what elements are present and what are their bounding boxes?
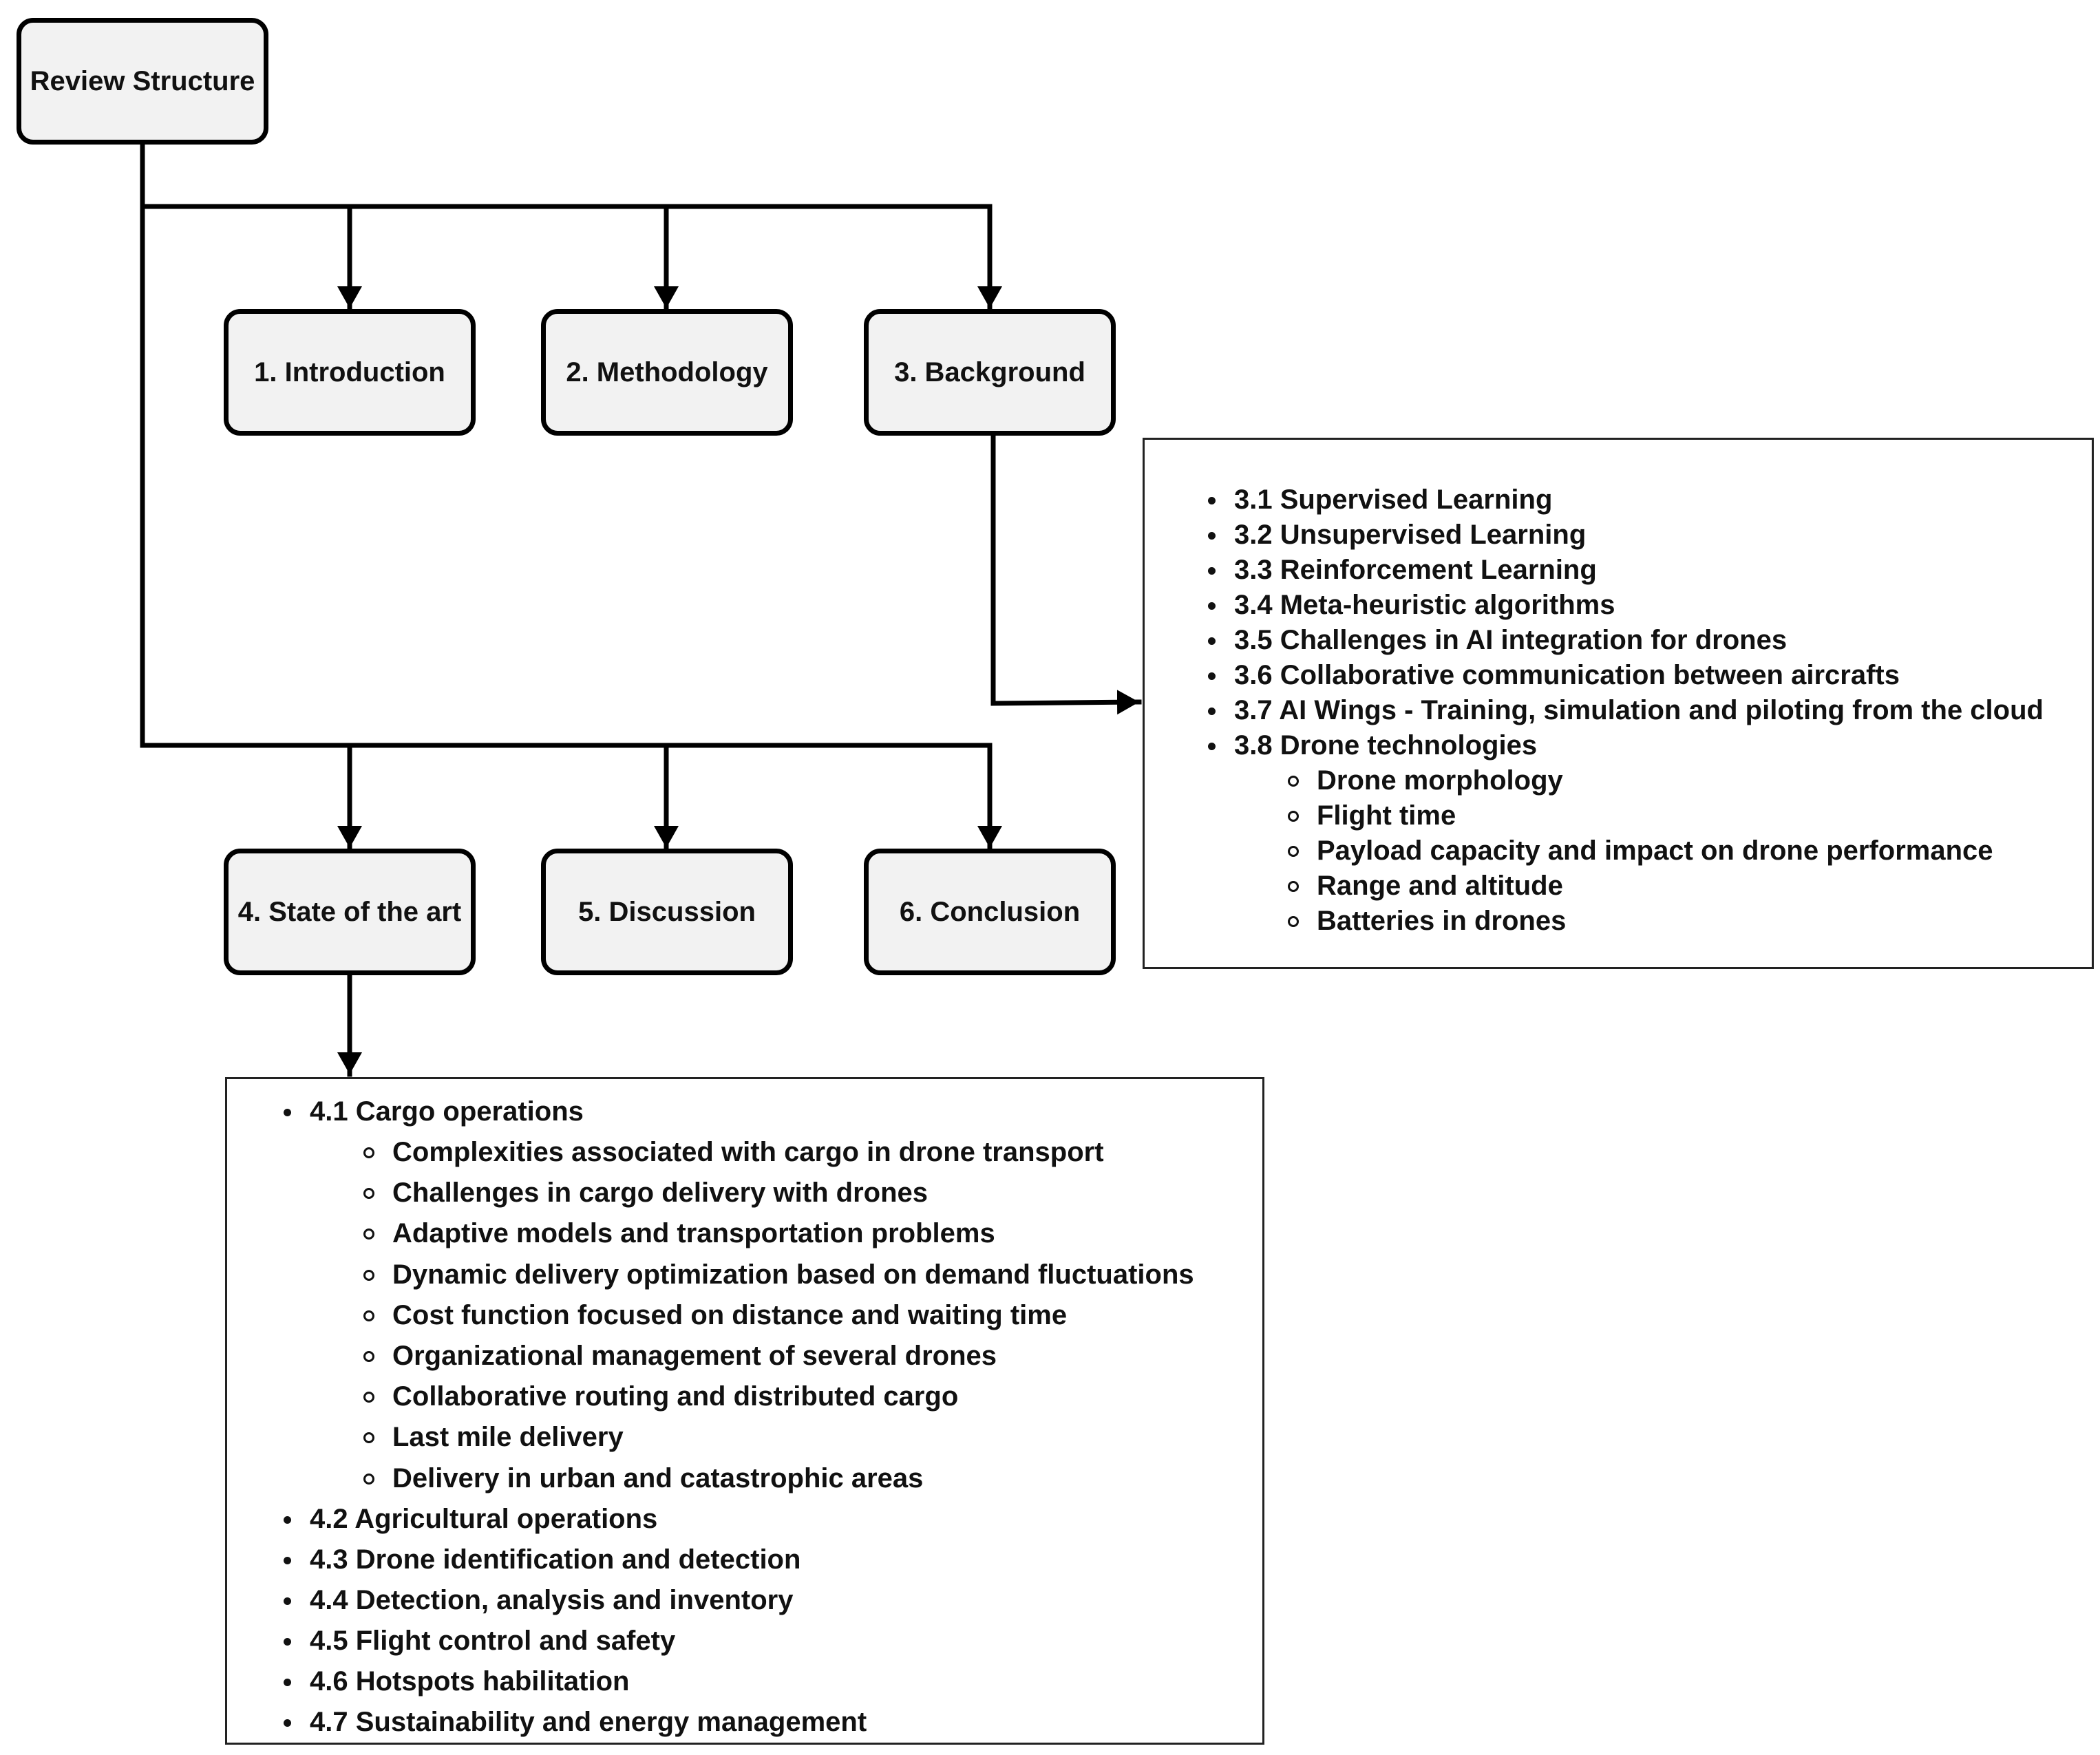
sub-list-item: Drone morphology: [1288, 763, 2092, 798]
list-item-label: 4.4 Detection, analysis and inventory: [310, 1584, 794, 1615]
list-item: 4.4 Detection, analysis and inventory: [277, 1580, 1262, 1621]
list-item-label: 3.6 Collaborative communication between …: [1234, 660, 1900, 690]
list-item-label: 4.6 Hotspots habilitation: [310, 1666, 630, 1696]
sub-list-item: Batteries in drones: [1288, 904, 2092, 939]
sub-list-item-label: Dynamic delivery optimization based on d…: [392, 1259, 1194, 1290]
sub-list-item-label: Flight time: [1317, 800, 1456, 831]
methodology-node: 2. Methodology: [541, 309, 793, 436]
list-item-label: 3.7 AI Wings - Training, simulation and …: [1234, 695, 2044, 725]
background-details-panel: 3.1 Supervised Learning 3.2 Unsupervised…: [1143, 438, 2094, 969]
list-item-label: 3.1 Supervised Learning: [1234, 485, 1553, 515]
list-item: 4.6 Hotspots habilitation: [277, 1661, 1262, 1702]
list-item: 3.5 Challenges in AI integration for dro…: [1201, 623, 2092, 658]
sub-list-item: Flight time: [1288, 798, 2092, 833]
list-item: 3.3 Reinforcement Learning: [1201, 553, 2092, 588]
list-item-label: 4.5 Flight control and safety: [310, 1625, 676, 1656]
sub-list-item: Dynamic delivery optimization based on d…: [363, 1255, 1262, 1295]
list-item: 3.1 Supervised Learning: [1201, 482, 2092, 518]
background-node: 3. Background: [864, 309, 1116, 436]
drone-technologies-sublist: Drone morphology Flight time Payload cap…: [1234, 763, 2092, 939]
list-item-label: 3.8 Drone technologies: [1234, 730, 1538, 760]
list-item: 4.7 Sustainability and energy management: [277, 1702, 1262, 1743]
list-item: 3.6 Collaborative communication between …: [1201, 658, 2092, 693]
sub-list-item: Last mile delivery: [363, 1417, 1262, 1458]
sub-list-item: Challenges in cargo delivery with drones: [363, 1173, 1262, 1213]
conclusion-node: 6. Conclusion: [864, 849, 1116, 975]
sub-list-item-label: Batteries in drones: [1317, 906, 1567, 936]
list-item: 4.1 Cargo operations Complexities associ…: [277, 1092, 1262, 1499]
sub-list-item-label: Cost function focused on distance and wa…: [392, 1299, 1068, 1330]
sub-list-item: Organizational management of several dro…: [363, 1336, 1262, 1376]
state-of-the-art-label: 4. State of the art: [237, 896, 462, 927]
list-item: 3.8 Drone technologies Drone morphology …: [1201, 728, 2092, 939]
discussion-node: 5. Discussion: [541, 849, 793, 975]
list-item-label: 4.3 Drone identification and detection: [310, 1544, 801, 1575]
list-item-label: 4.7 Sustainability and energy management: [310, 1706, 867, 1737]
list-item-label: 3.3 Reinforcement Learning: [1234, 555, 1597, 585]
list-item: 4.5 Flight control and safety: [277, 1621, 1262, 1661]
sub-list-item: Cost function focused on distance and wa…: [363, 1295, 1262, 1336]
sub-list-item-label: Payload capacity and impact on drone per…: [1317, 836, 1993, 866]
state-of-the-art-topic-list: 4.1 Cargo operations Complexities associ…: [277, 1092, 1262, 1743]
list-item-label: 4.2 Agricultural operations: [310, 1503, 658, 1534]
review-structure-label: Review Structure: [30, 65, 255, 96]
sub-list-item: Adaptive models and transportation probl…: [363, 1213, 1262, 1254]
sub-list-item-label: Challenges in cargo delivery with drones: [392, 1178, 928, 1209]
sub-list-item-label: Range and altitude: [1317, 871, 1563, 901]
sub-list-item-label: Adaptive models and transportation probl…: [392, 1218, 995, 1249]
list-item: 3.2 Unsupervised Learning: [1201, 518, 2092, 553]
sub-list-item-label: Drone morphology: [1317, 765, 1563, 796]
list-item-label: 3.4 Meta-heuristic algorithms: [1234, 590, 1615, 620]
list-item: 3.4 Meta-heuristic algorithms: [1201, 588, 2092, 623]
list-item-label: 3.2 Unsupervised Learning: [1234, 520, 1587, 550]
sub-list-item-label: Complexities associated with cargo in dr…: [392, 1137, 1104, 1167]
background-label: 3. Background: [894, 357, 1085, 387]
sub-list-item: Delivery in urban and catastrophic areas: [363, 1458, 1262, 1499]
sub-list-item-label: Last mile delivery: [392, 1422, 624, 1453]
discussion-label: 5. Discussion: [578, 896, 756, 927]
sub-list-item: Payload capacity and impact on drone per…: [1288, 833, 2092, 869]
sub-list-item-label: Collaborative routing and distributed ca…: [392, 1381, 959, 1412]
sub-list-item: Complexities associated with cargo in dr…: [363, 1132, 1262, 1173]
list-item-label: 4.1 Cargo operations: [310, 1096, 584, 1127]
arrow-to-background-details: [990, 432, 1142, 715]
state-of-the-art-node: 4. State of the art: [224, 849, 476, 975]
list-item: 4.3 Drone identification and detection: [277, 1540, 1262, 1580]
list-item: 3.7 AI Wings - Training, simulation and …: [1201, 693, 2092, 728]
methodology-label: 2. Methodology: [566, 357, 768, 387]
sub-list-item: Range and altitude: [1288, 869, 2092, 904]
introduction-label: 1. Introduction: [254, 357, 445, 387]
background-topic-list: 3.1 Supervised Learning 3.2 Unsupervised…: [1201, 482, 2092, 939]
conclusion-label: 6. Conclusion: [899, 896, 1081, 927]
list-item-label: 3.5 Challenges in AI integration for dro…: [1234, 625, 1788, 655]
sub-list-item-label: Organizational management of several dro…: [392, 1341, 997, 1372]
review-structure-node: Review Structure: [17, 18, 268, 145]
list-item: 4.2 Agricultural operations: [277, 1499, 1262, 1540]
sub-list-item: Collaborative routing and distributed ca…: [363, 1376, 1262, 1417]
sub-list-item-label: Delivery in urban and catastrophic areas: [392, 1462, 924, 1493]
cargo-operations-sublist: Complexities associated with cargo in dr…: [310, 1132, 1262, 1499]
state-of-the-art-details-panel: 4.1 Cargo operations Complexities associ…: [225, 1077, 1264, 1745]
introduction-node: 1. Introduction: [224, 309, 476, 436]
